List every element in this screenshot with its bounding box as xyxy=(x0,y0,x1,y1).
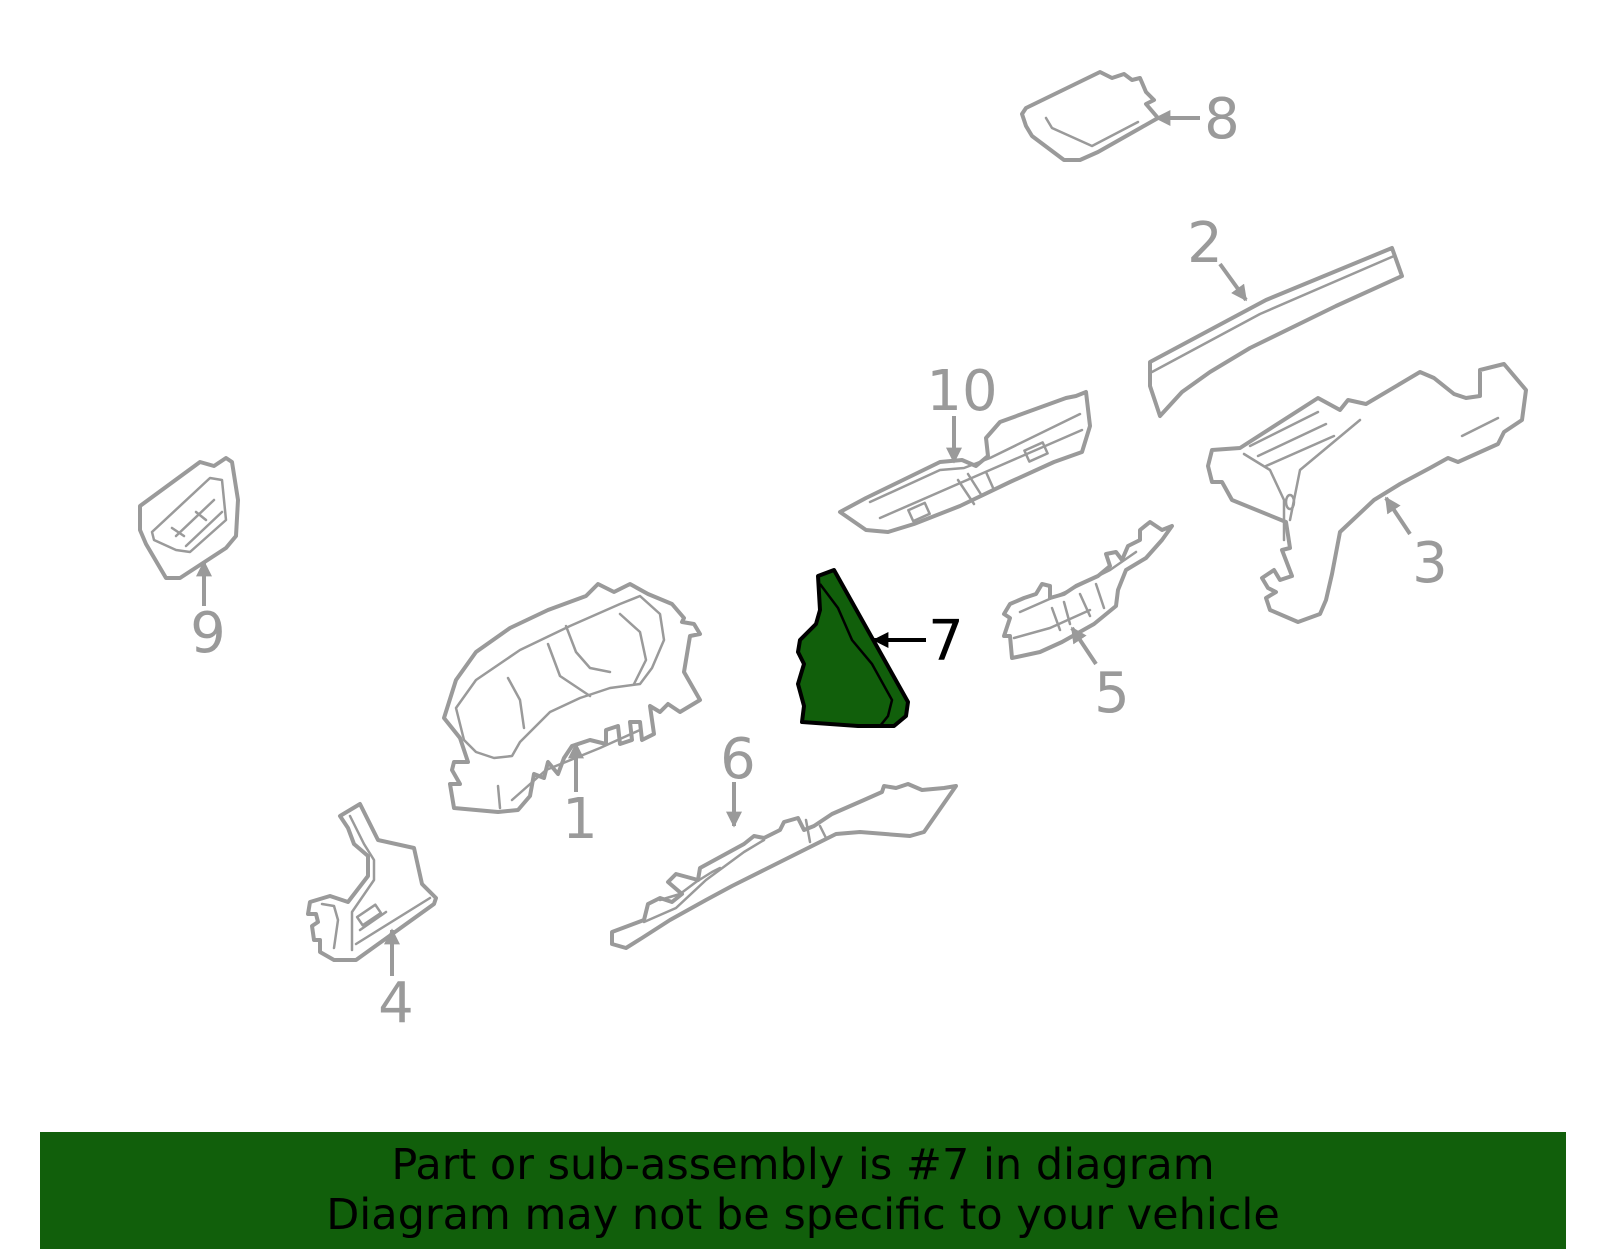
part-3-glove-box-panel[interactable] xyxy=(1206,362,1528,624)
svg-text:6: 6 xyxy=(720,727,756,792)
callout-5: 5 xyxy=(1070,626,1130,726)
banner-line-part: Part or sub-assembly is #7 in diagram xyxy=(391,1140,1215,1190)
part-4-knee-bolster-bracket[interactable] xyxy=(306,802,438,962)
callout-9: 9 xyxy=(190,560,226,666)
part-9-side-air-vent[interactable] xyxy=(138,456,240,580)
part-8-trim-panel[interactable] xyxy=(1020,70,1160,162)
info-banner: Part or sub-assembly is #7 in diagram Di… xyxy=(40,1132,1566,1249)
callout-1: 1 xyxy=(562,742,598,852)
svg-text:2: 2 xyxy=(1187,211,1223,276)
svg-text:3: 3 xyxy=(1412,531,1448,596)
part-7-highlighted[interactable] xyxy=(796,568,910,728)
part-2-dash-trim-strip[interactable] xyxy=(1148,246,1404,418)
svg-text:9: 9 xyxy=(190,601,226,666)
svg-text:8: 8 xyxy=(1204,87,1240,152)
callout-2: 2 xyxy=(1187,211,1248,302)
part-6-lower-dash-trim[interactable] xyxy=(610,782,958,950)
callout-3: 3 xyxy=(1384,496,1448,596)
callout-8: 8 xyxy=(1154,87,1240,152)
svg-text:1: 1 xyxy=(562,787,598,852)
callout-10: 10 xyxy=(926,359,998,464)
svg-text:10: 10 xyxy=(926,359,997,424)
svg-text:5: 5 xyxy=(1094,661,1130,726)
svg-text:7: 7 xyxy=(928,609,964,674)
callout-4: 4 xyxy=(378,928,414,1036)
callout-6: 6 xyxy=(720,727,756,828)
part-1-instrument-cluster-bezel[interactable] xyxy=(442,582,702,814)
part-10-center-vent-bezel[interactable] xyxy=(838,390,1092,534)
part-5-center-console-trim[interactable] xyxy=(1002,520,1174,660)
callout-7: 7 xyxy=(872,609,964,674)
svg-text:4: 4 xyxy=(378,971,414,1036)
banner-line-disclaimer: Diagram may not be specific to your vehi… xyxy=(326,1190,1280,1240)
